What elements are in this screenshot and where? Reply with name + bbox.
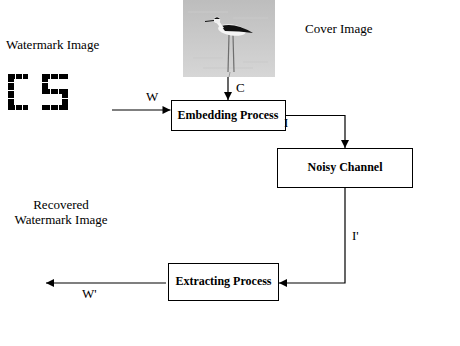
process-box: Noisy Channel [277,148,413,188]
image-caption: Watermark Image [6,38,99,53]
box-label: Noisy Channel [307,161,382,174]
cover-photo [183,0,275,77]
watermark-image: Watermark Image [4,38,112,112]
image-caption: Cover Image [305,22,373,37]
flow-arrow [112,109,171,110]
flow-arrow [286,116,346,149]
signal-label: I' [352,229,359,244]
cover-image: Cover Image [183,0,275,77]
output-caption: Recovered Watermark Image [4,198,118,228]
watermark-picture [8,74,72,110]
flow-arrow [279,188,345,283]
box-label: Embedding Process [178,109,279,122]
flow-arrow [227,77,228,100]
signal-label: I [284,116,288,131]
output-arrow [46,282,166,283]
box-label: Extracting Process [175,275,271,288]
signal-label: C [236,81,245,96]
process-box: Embedding Process [171,100,286,131]
process-box: Extracting Process [168,263,279,301]
signal-label: W [146,90,158,105]
signal-label: W' [82,287,97,302]
